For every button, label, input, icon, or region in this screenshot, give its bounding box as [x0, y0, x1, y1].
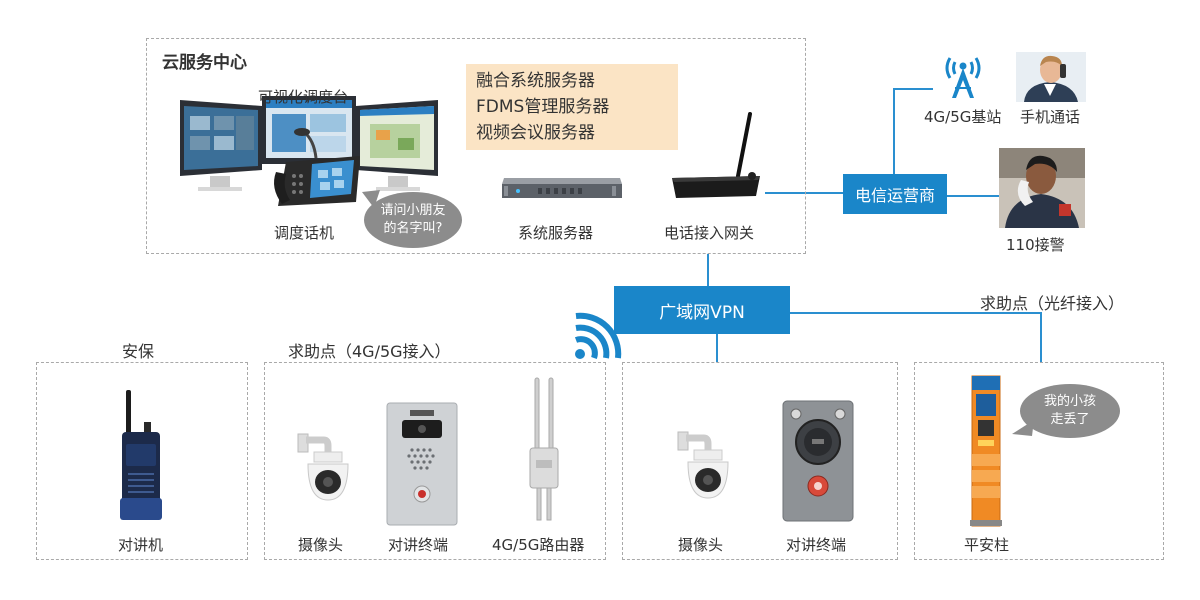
help-center-box — [622, 362, 898, 560]
cloud-service-center-title: 云服务中心 — [162, 53, 247, 73]
line-wan-to-fiber — [790, 312, 1042, 314]
system-server-icon — [502, 178, 622, 198]
telecom-operator-box: 电信运营商 — [843, 174, 947, 214]
console-label: 可视化调度台 — [258, 88, 349, 106]
safety-pillar-box — [914, 362, 1164, 560]
line-operator-to-basestation — [893, 88, 895, 174]
base-station-label: 4G/5G基站 — [924, 108, 1002, 126]
line-fiber-vertical — [1040, 312, 1042, 362]
speech-bubble-parent-text: 我的小孩 走丢了 — [1043, 394, 1096, 427]
center-intercom-panel-icon — [782, 400, 854, 522]
help-center-intercom-label: 对讲终端 — [786, 536, 847, 554]
intercom-terminal-icon — [386, 402, 458, 526]
wifi-signal-icon — [574, 312, 622, 360]
speech-bubble-parent: 我的小孩 走丢了 — [1020, 384, 1120, 438]
line-wan-to-center — [716, 334, 718, 362]
phone-gateway-icon — [672, 112, 760, 198]
monitor-right — [356, 100, 438, 191]
system-server-label: 系统服务器 — [518, 224, 594, 242]
police-label: 110接警 — [1006, 236, 1065, 254]
radio-label: 对讲机 — [118, 536, 164, 554]
line-basestation-horizontal — [893, 88, 933, 90]
monitor-left — [180, 100, 262, 191]
help-4g-title: 求助点（4G/5G接入） — [288, 342, 451, 361]
police-operator-icon — [999, 148, 1085, 228]
router-label: 4G/5G路由器 — [492, 536, 585, 554]
safety-pillar-label: 平安柱 — [964, 536, 1010, 554]
line-operator-to-police — [947, 195, 999, 197]
cloud-service-center-box — [146, 38, 806, 254]
console-monitors-icon — [180, 96, 438, 191]
server-item-fdms: FDMS管理服务器 — [476, 97, 610, 117]
speech-bubble-child: 请问小朋友 的名字叫? — [364, 192, 462, 248]
help-4g-box — [264, 362, 606, 560]
safety-pillar-icon — [970, 375, 1002, 527]
server-list-box: 融合系统服务器 FDMS管理服务器 视频会议服务器 — [466, 64, 678, 150]
fiber-help-title: 求助点（光纤接入） — [980, 294, 1125, 313]
dispatch-phone-label: 调度话机 — [274, 224, 335, 242]
base-station-icon — [945, 57, 981, 98]
help-center-camera-label: 摄像头 — [678, 536, 724, 554]
phone-gateway-label: 电话接入网关 — [664, 224, 755, 242]
mobile-call-label: 手机通话 — [1020, 108, 1081, 126]
help-4g-intercom-label: 对讲终端 — [388, 536, 449, 554]
two-way-radio-icon — [120, 390, 162, 520]
server-item-fusion: 融合系统服务器 — [476, 71, 595, 91]
ptz-camera-icon — [297, 433, 349, 501]
router-4g5g-icon — [529, 377, 559, 521]
help-4g-camera-label: 摄像头 — [298, 536, 344, 554]
server-item-video-conference: 视频会议服务器 — [476, 123, 595, 143]
mobile-call-person-icon — [1016, 52, 1086, 102]
center-ptz-camera-icon — [677, 431, 729, 499]
line-cloud-to-wan — [707, 254, 709, 286]
security-box — [36, 362, 248, 560]
line-gateway-to-operator — [765, 192, 843, 194]
wan-vpn-box: 广域网VPN — [614, 286, 790, 334]
dispatch-phone-icon — [274, 128, 360, 206]
security-title: 安保 — [122, 342, 155, 361]
speech-bubble-child-text: 请问小朋友 的名字叫? — [380, 203, 446, 236]
